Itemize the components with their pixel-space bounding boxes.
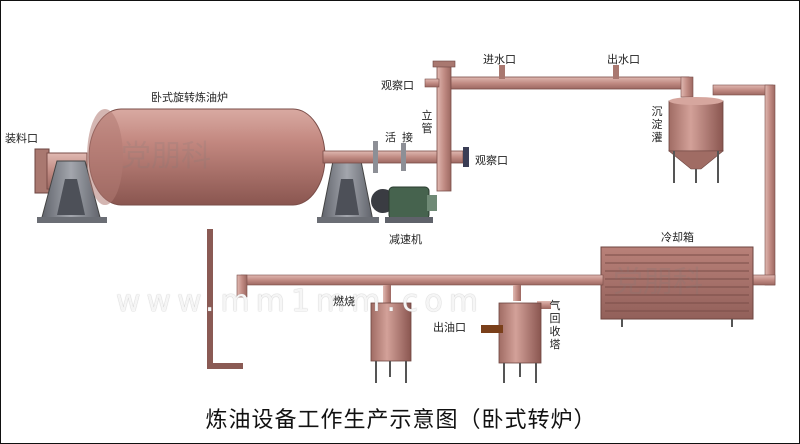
label-observe-top: 观察口 bbox=[381, 79, 414, 92]
vertical-pipe bbox=[424, 60, 456, 192]
settling-tank bbox=[668, 97, 724, 183]
tank-to-cooler-pipe bbox=[712, 84, 776, 286]
oil-outlet-nozzle bbox=[481, 325, 503, 333]
label-oil-outlet: 出油口 bbox=[433, 321, 466, 334]
right-support-stand bbox=[317, 160, 379, 223]
label-settling-tank: 沉淀灌 bbox=[651, 105, 663, 144]
drain-pipe bbox=[207, 229, 243, 369]
label-burner: 燃烧 bbox=[333, 295, 355, 308]
label-water-in: 进水口 bbox=[483, 53, 516, 66]
furnace-outlet-pipe bbox=[322, 141, 469, 173]
label-reducer: 减速机 bbox=[389, 233, 422, 246]
label-water-out: 出水口 bbox=[607, 53, 640, 66]
cooling-fins bbox=[605, 254, 749, 312]
gas-recovery-tower bbox=[498, 302, 542, 383]
left-support-stand bbox=[37, 160, 107, 223]
reducer-motor bbox=[371, 186, 437, 223]
label-vertical-pipe: 立管 bbox=[421, 109, 433, 135]
label-observe-right: 观察口 bbox=[475, 154, 508, 167]
label-cooling-box: 冷却箱 bbox=[661, 231, 694, 244]
return-pipe bbox=[236, 274, 604, 309]
label-furnace: 卧式旋转炼油炉 bbox=[151, 91, 228, 104]
cooling-box bbox=[600, 246, 754, 327]
label-live-joint: 活接 bbox=[385, 131, 419, 144]
diagram-title: 炼油设备工作生产示意图（卧式转炉） bbox=[205, 408, 597, 433]
top-pipe bbox=[450, 65, 694, 98]
combustion-tank bbox=[370, 302, 412, 383]
rotary-furnace bbox=[87, 108, 326, 206]
watermark-url: www.mm1mm.com bbox=[116, 284, 484, 319]
label-feed-port: 装料口 bbox=[5, 132, 38, 145]
label-gas-tower: 气回收塔 bbox=[549, 299, 561, 351]
